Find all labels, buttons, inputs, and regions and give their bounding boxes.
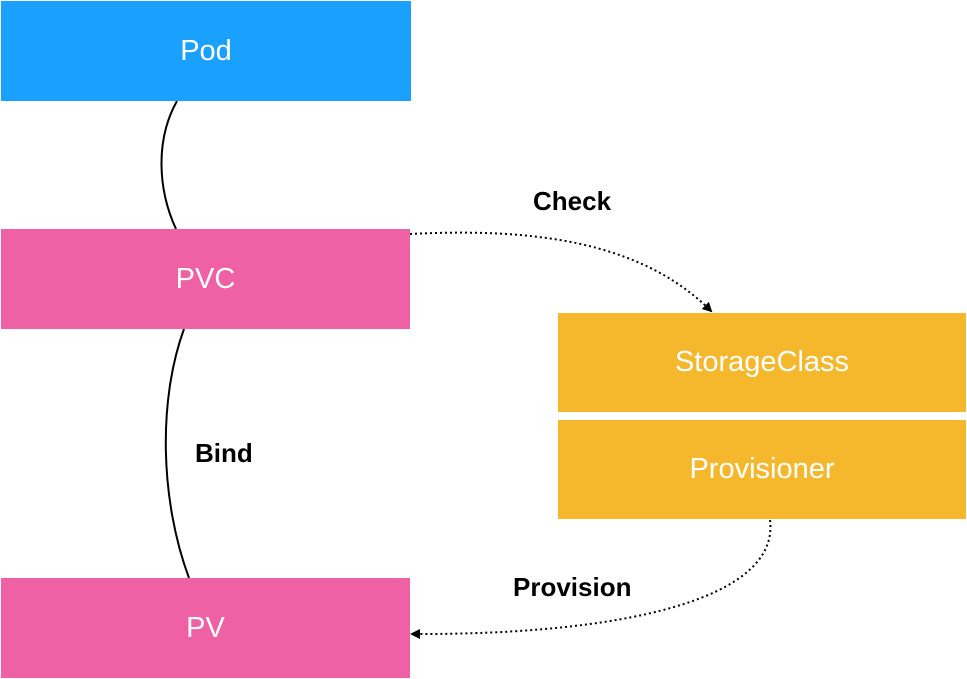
bind-edge-label: Bind: [195, 438, 253, 468]
provision-edge-label: Provision: [513, 572, 632, 602]
pod-pvc-connector: [160, 100, 178, 230]
provision-arrow: [410, 519, 772, 640]
pvc-label: PVC: [175, 262, 236, 295]
pv-label: PV: [186, 611, 225, 644]
provisioner-label: Provisioner: [689, 453, 835, 485]
bind-connector: [164, 328, 190, 579]
pvc-node: PVC: [1, 229, 410, 329]
storageclass-label: StorageClass: [674, 346, 850, 378]
pod-label: Pod: [180, 34, 232, 67]
pod-node: Pod: [1, 1, 411, 101]
check-arrow: [409, 231, 713, 313]
check-edge-label: Check: [533, 186, 612, 216]
provisioner-node: Provisioner: [558, 420, 966, 519]
pv-node: PV: [1, 578, 410, 678]
storageclass-node: StorageClass: [558, 313, 966, 412]
